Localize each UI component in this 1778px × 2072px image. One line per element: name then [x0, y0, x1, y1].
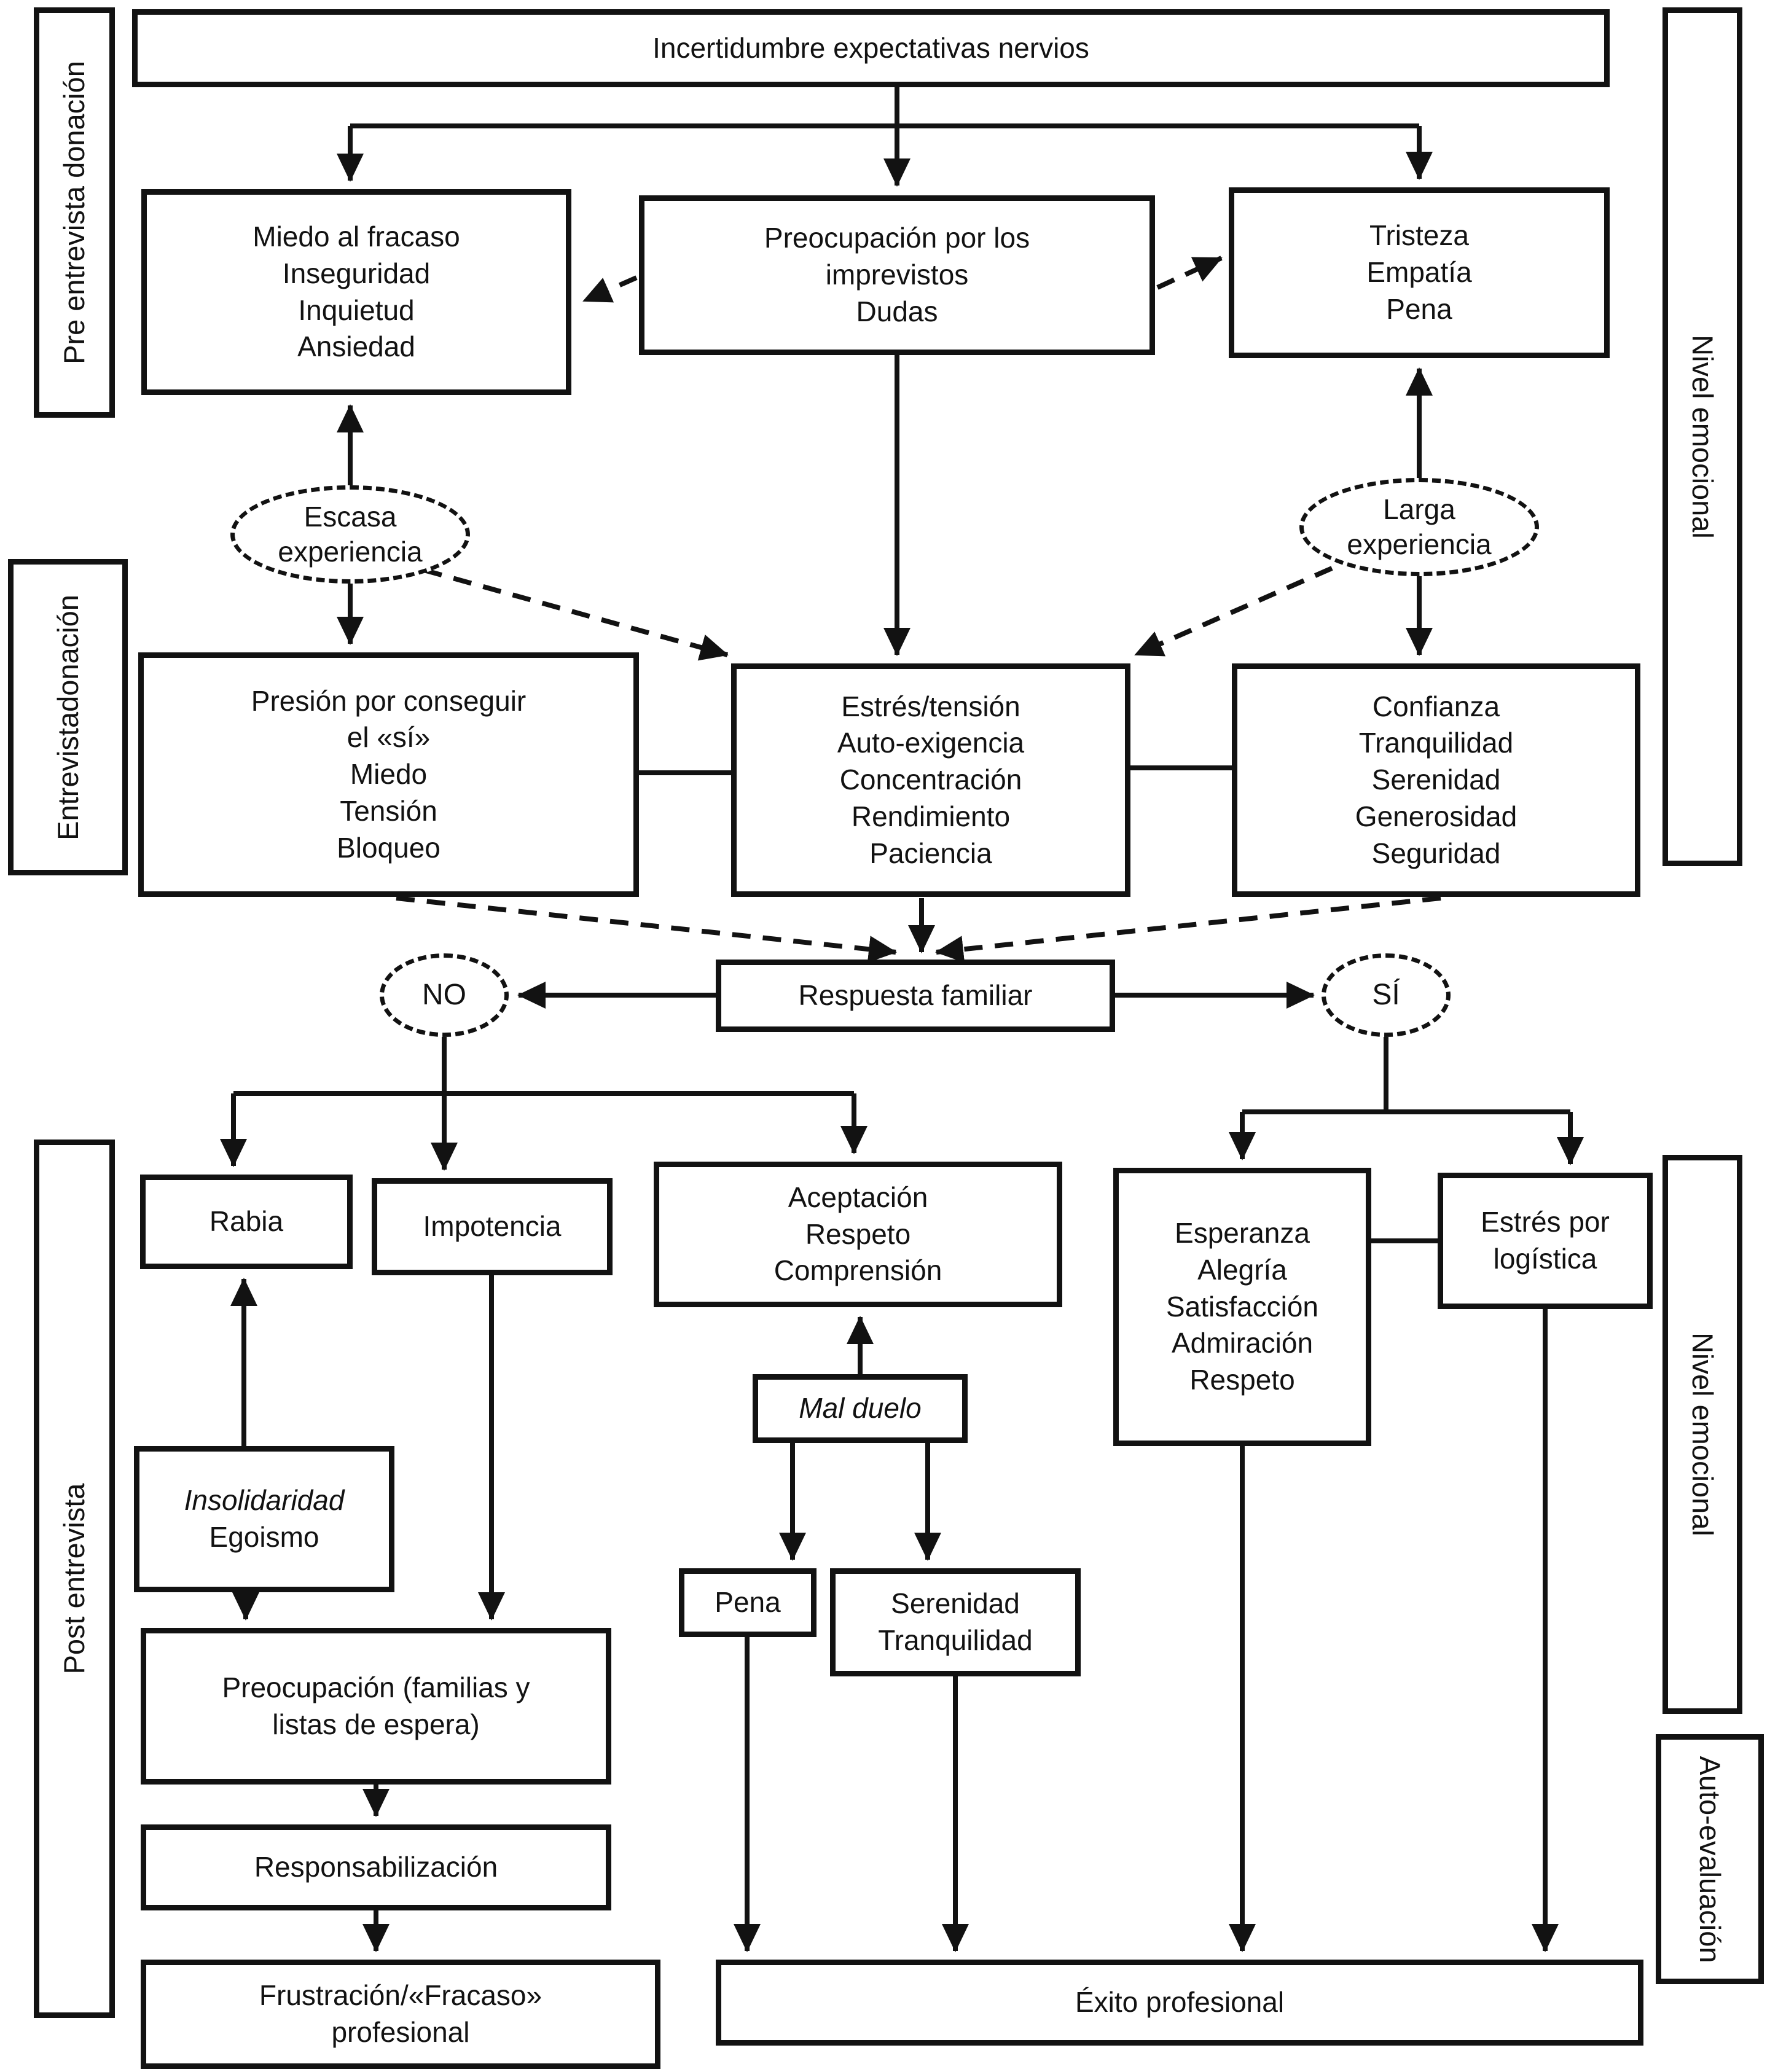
sidebar-label: Nivel emocional: [1686, 1332, 1720, 1536]
node-aceptacion: Aceptación Respeto Comprensión: [654, 1162, 1062, 1307]
ellipse-si: SÍ: [1322, 953, 1451, 1037]
sidebar-label-line: donación: [51, 594, 84, 712]
sidebar-pre-entrevista-donacion: Pre entrevista donación: [34, 7, 115, 418]
arrow-confianza-to-respuesta-dashed: [935, 896, 1441, 963]
sidebar-label-line: Auto-: [1694, 1755, 1727, 1825]
arrow-escasa-to-estres-dashed: [423, 568, 729, 661]
node-tristeza: Tristeza Empatía Pena: [1229, 187, 1610, 358]
ellipse-no: NO: [380, 953, 509, 1037]
sidebar-nivel-emocional-top: Nivel emocional: [1662, 7, 1742, 866]
node-impotencia: Impotencia: [372, 1178, 613, 1275]
sidebar-label: Pre entrevista donación: [57, 61, 90, 364]
node-miedo-al-fracaso: Miedo al fracaso Inseguridad Inquietud A…: [141, 189, 571, 395]
node-estres-tension: Estrés/tensión Auto-exigencia Concentrac…: [731, 663, 1130, 897]
node-preocupacion-imprevistos: Preocupación por los imprevistos Dudas: [639, 195, 1155, 355]
sidebar-label: Nivel emocional: [1686, 335, 1720, 539]
arrow-larga-to-estres-dashed: [1134, 566, 1333, 657]
sidebar-nivel-emocional-bottom: Nivel emocional: [1662, 1155, 1742, 1714]
arrow-preocupacion-to-tristeza-dashed: [1156, 256, 1223, 290]
sidebar-label: Post entrevista: [57, 1483, 90, 1675]
sidebar-auto-evaluacion: Auto-evaluación: [1656, 1734, 1764, 1984]
arrow-presion-to-respuesta-dashed: [396, 896, 897, 963]
node-respuesta-familiar: Respuesta familiar: [716, 960, 1115, 1032]
sidebar-label-line: evaluación: [1694, 1824, 1727, 1963]
sidebar-entrevista-donacion: Entrevistadonación: [8, 559, 128, 875]
node-responsabilizacion: Responsabilización: [141, 1824, 611, 1910]
arrow-preocupacion-to-miedo-dashed: [582, 275, 638, 303]
node-incertidumbre: Incertidumbre expectativas nervios: [132, 9, 1610, 87]
node-serenidad-tranquilidad: Serenidad Tranquilidad: [830, 1568, 1081, 1676]
sidebar-label-line: Entrevista: [51, 711, 84, 840]
node-insolidaridad-egoismo: Insolidaridad Egoismo: [134, 1446, 394, 1592]
node-exito-profesional: Éxito profesional: [716, 1960, 1643, 2046]
node-rabia: Rabia: [140, 1175, 353, 1269]
ellipse-escasa-experiencia: Escasa experiencia: [230, 485, 470, 584]
node-pena: Pena: [679, 1568, 817, 1637]
node-esperanza: Esperanza Alegría Satisfacción Admiració…: [1113, 1168, 1371, 1446]
node-mal-duelo: Mal duelo: [753, 1374, 968, 1443]
node-confianza: Confianza Tranquilidad Serenidad Generos…: [1232, 663, 1640, 897]
node-frustracion-fracaso: Frustración/«Fracaso» profesional: [141, 1960, 660, 2069]
node-estres-por-logistica: Estrés por logística: [1438, 1173, 1653, 1309]
sidebar-post-entrevista: Post entrevista: [34, 1140, 115, 2018]
ellipse-larga-experiencia: Larga experiencia: [1299, 478, 1539, 576]
node-presion-por-conseguir-si: Presión por conseguir el «sí» Miedo Tens…: [138, 652, 639, 897]
node-preocupacion-familias: Preocupación (familias y listas de esper…: [141, 1628, 611, 1785]
